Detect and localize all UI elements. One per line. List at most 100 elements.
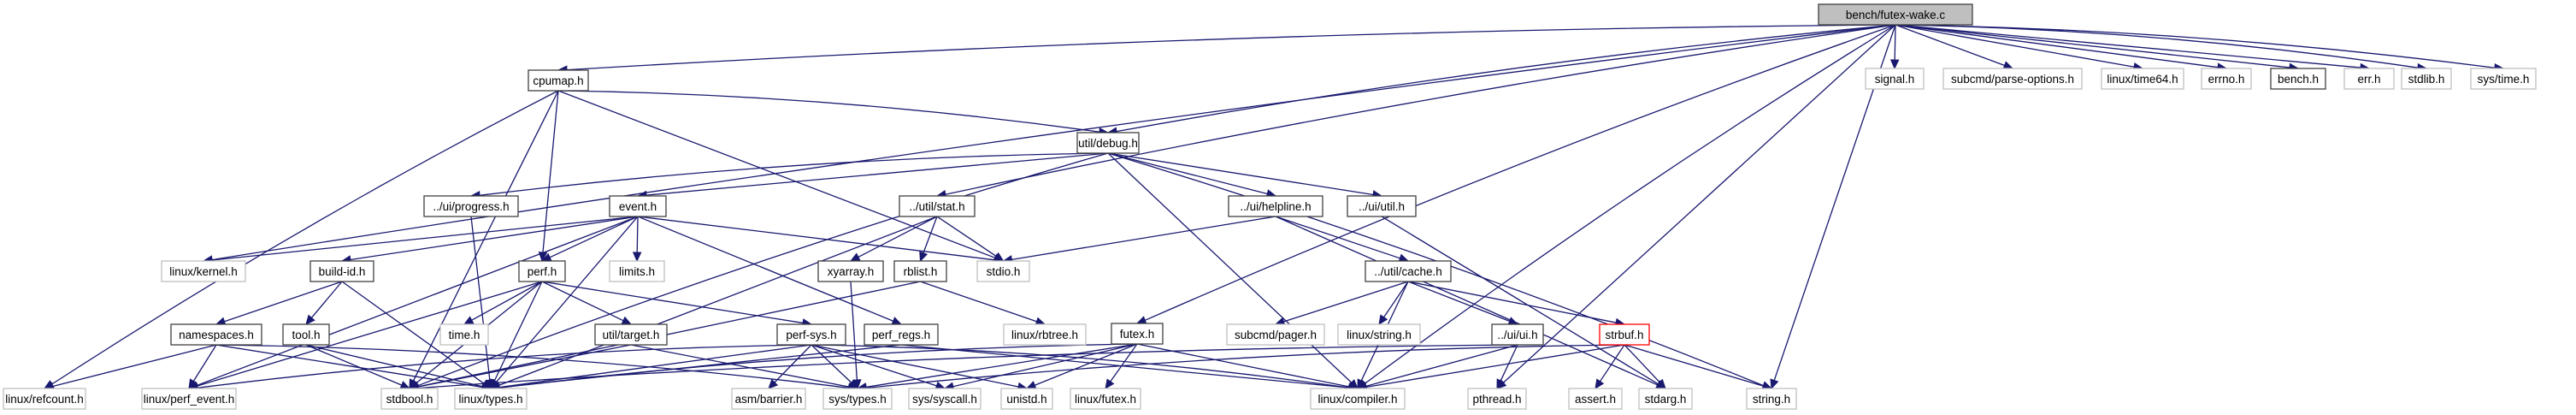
node-label: linux/kernel.h [169, 265, 238, 278]
node-box [2101, 68, 2184, 90]
node-perfevent: linux/perf_event.h [141, 388, 237, 410]
node-perfsys[interactable]: perf-sys.h [776, 323, 846, 346]
node-box [594, 323, 668, 346]
node-root[interactable]: bench/futex-wake.c [1818, 3, 1973, 26]
edge-line [557, 90, 996, 259]
edge-perf-to-perfsys [541, 281, 813, 328]
node-strbuf[interactable]: strbuf.h [1599, 323, 1650, 346]
node-perf[interactable]: perf.h [518, 260, 566, 282]
edge-line [1895, 24, 2290, 68]
edge-line [900, 344, 1350, 388]
node-xyarray[interactable]: xyarray.h [817, 260, 884, 282]
node-ltypes: linux/types.h [454, 388, 528, 410]
node-target[interactable]: util/target.h [594, 323, 668, 346]
edge-line [636, 216, 639, 253]
node-cpumap[interactable]: cpumap.h [528, 69, 589, 92]
edge-line [920, 281, 1037, 323]
edge-line [197, 344, 812, 388]
node-futex[interactable]: futex.h [1111, 323, 1164, 345]
node-label: tool.h [292, 329, 320, 341]
edge-stat-to-stdio [936, 216, 1005, 262]
node-box [1003, 323, 1087, 346]
node-box [1599, 323, 1650, 346]
node-label: bench.h [2278, 73, 2319, 86]
node-box [518, 260, 566, 282]
node-perfregs[interactable]: perf_regs.h [864, 323, 939, 346]
edge-line [1035, 343, 1138, 386]
node-cache[interactable]: ../util/cache.h [1365, 260, 1452, 282]
node-label: event.h [619, 200, 657, 213]
node-lfutex: linux/futex.h [1070, 388, 1141, 410]
arrowhead-icon [1105, 378, 1115, 389]
node-label: build-id.h [319, 265, 366, 278]
node-namespaces[interactable]: namespaces.h [170, 323, 262, 346]
node-box [170, 323, 262, 346]
edge-line [1283, 281, 1409, 323]
edge-line [52, 344, 217, 388]
edge-line [215, 344, 850, 388]
arrowhead-icon [1025, 381, 1037, 389]
edge-cache-to-pager [1274, 281, 1409, 326]
node-label: stdlib.h [2408, 73, 2445, 86]
edge-strbuf-to-assert [1595, 344, 1625, 390]
arrowhead-icon [399, 381, 411, 389]
edge-line [412, 90, 559, 382]
node-rblist[interactable]: rblist.h [893, 260, 947, 282]
node-tool[interactable]: tool.h [282, 323, 330, 346]
edge-root-to-futex [1135, 24, 1896, 325]
arrowhead-icon [1496, 378, 1506, 390]
arrowhead-icon [632, 252, 642, 263]
edge-line [1500, 344, 1518, 382]
edge-line [1365, 344, 1518, 387]
node-label: sys/syscall.h [912, 393, 977, 406]
node-event[interactable]: event.h [609, 195, 667, 217]
edge-debug-to-compiler [1107, 152, 1359, 389]
node-debug[interactable]: util/debug.h [1076, 132, 1140, 154]
node-progress[interactable]: ../ui/progress.h [423, 195, 519, 217]
edge-stat-to-ltypes [489, 216, 938, 390]
edge-uiutil-to-stdarg [1381, 216, 1667, 389]
edge-event-to-kernel [202, 216, 639, 265]
node-stat[interactable]: ../util/stat.h [899, 195, 976, 217]
node-box [161, 260, 246, 282]
node-label: ../ui/util.h [1359, 200, 1405, 213]
edge-rblist-to-rbtree [920, 281, 1046, 326]
node-box [454, 388, 528, 410]
node-box [528, 69, 589, 92]
node-uiui[interactable]: ../ui/ui.h [1491, 323, 1544, 346]
edge-line [1407, 281, 1510, 322]
node-box [1865, 68, 1925, 90]
node-helpline[interactable]: ../ui/helpline.h [1228, 195, 1323, 217]
edge-line [197, 216, 639, 387]
edge-line [858, 216, 938, 258]
node-box [609, 260, 665, 282]
node-label: perf.h [528, 265, 557, 278]
arrowhead-icon [1507, 317, 1519, 326]
node-stdbool: stdbool.h [380, 388, 439, 410]
node-buildid[interactable]: build-id.h [309, 260, 374, 282]
edge-helpline-to-stdarg [1275, 216, 1667, 389]
node-pager: subcmd/pager.h [1226, 323, 1325, 346]
edge-line [557, 90, 1100, 133]
edge-buildid-to-tool [305, 281, 343, 325]
node-bench[interactable]: bench.h [2270, 68, 2326, 90]
edge-line [341, 281, 485, 384]
edge-line [1624, 344, 1764, 387]
node-box [141, 388, 237, 410]
node-assert: assert.h [1568, 388, 1623, 410]
arrowhead-icon [1655, 378, 1666, 389]
node-label: linux/futex.h [1075, 393, 1136, 406]
node-box [1310, 388, 1406, 410]
edge-line [936, 216, 997, 257]
edge-line [215, 344, 483, 388]
arrowhead-icon [1135, 316, 1147, 325]
edge-namespaces-to-perfevent [188, 344, 217, 390]
edge-root-to-stat [935, 24, 1896, 199]
node-barrier: asm/barrier.h [731, 388, 806, 410]
edge-event-to-limits [632, 216, 642, 263]
node-label: perf_regs.h [872, 329, 930, 341]
node-uiutil[interactable]: ../ui/util.h [1347, 195, 1417, 217]
edge-line [1145, 24, 1896, 321]
